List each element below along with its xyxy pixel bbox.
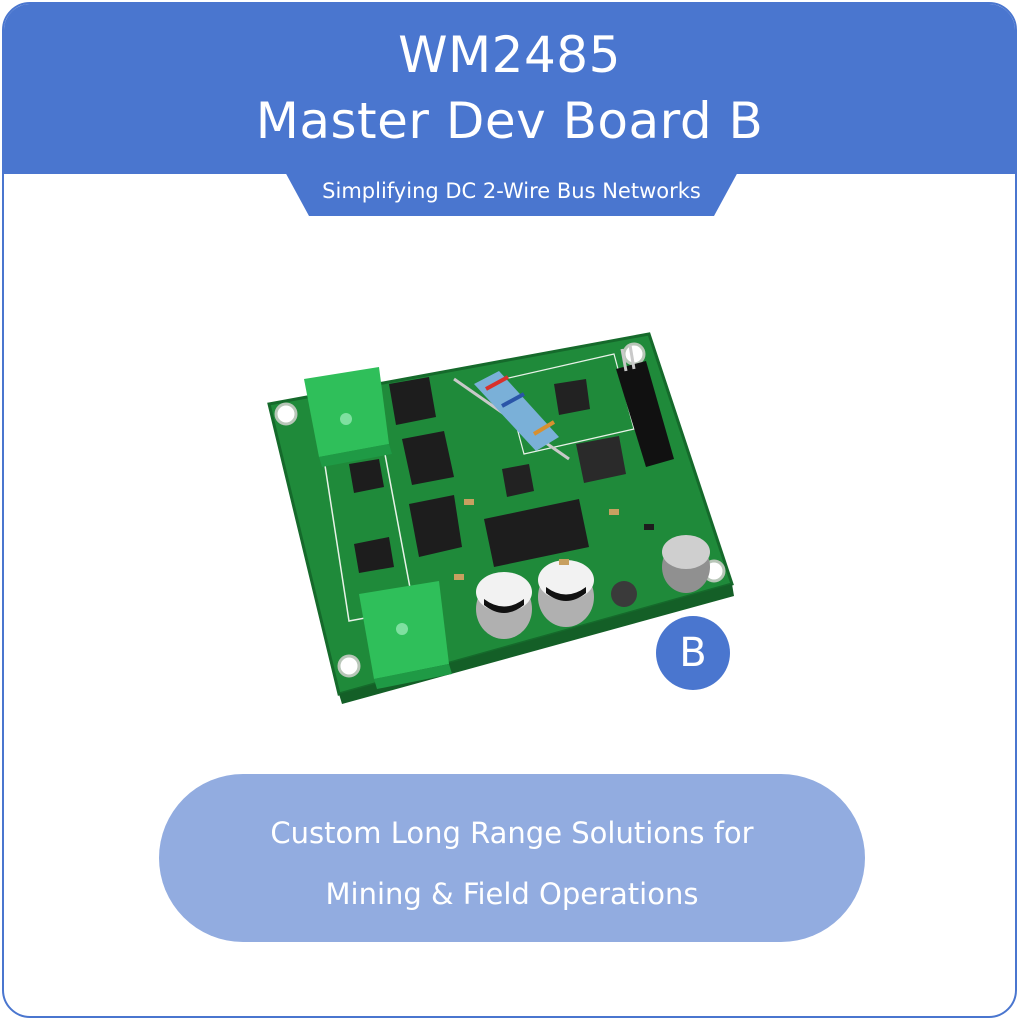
tagline-pill: Custom Long Range Solutions for Mining &… bbox=[159, 774, 865, 942]
regulator bbox=[576, 436, 626, 483]
mount-hole-icon bbox=[274, 402, 298, 426]
tagline-line-2: Mining & Field Operations bbox=[325, 877, 699, 911]
capacitor bbox=[538, 560, 594, 627]
ic-chip bbox=[389, 377, 436, 425]
diode bbox=[354, 537, 394, 573]
subtitle-tab: Simplifying DC 2-Wire Bus Networks bbox=[284, 170, 739, 216]
ic-chip bbox=[409, 495, 462, 557]
diode bbox=[349, 459, 384, 493]
ic-chip bbox=[554, 379, 590, 415]
resistor bbox=[453, 371, 570, 461]
inductor bbox=[611, 581, 637, 607]
capacitor bbox=[662, 535, 710, 593]
ic-chip bbox=[502, 464, 534, 497]
pcb-board-image bbox=[267, 332, 734, 704]
relay bbox=[484, 499, 589, 567]
tagline-line-1: Custom Long Range Solutions for bbox=[270, 816, 754, 850]
variant-badge: B bbox=[656, 616, 730, 690]
pin-header bbox=[616, 344, 674, 467]
header-banner: WM2485 Master Dev Board B bbox=[4, 4, 1015, 174]
terminal-block-top bbox=[304, 367, 392, 467]
ic-chip bbox=[402, 431, 454, 485]
mount-hole-icon bbox=[337, 654, 361, 678]
terminal-block-bottom bbox=[359, 581, 452, 689]
title-line-2: Master Dev Board B bbox=[255, 92, 764, 150]
capacitor bbox=[476, 572, 532, 639]
subtitle-tab-shape bbox=[284, 170, 739, 216]
title-line-1: WM2485 bbox=[398, 26, 621, 84]
subtitle: Simplifying DC 2-Wire Bus Networks bbox=[322, 179, 701, 203]
